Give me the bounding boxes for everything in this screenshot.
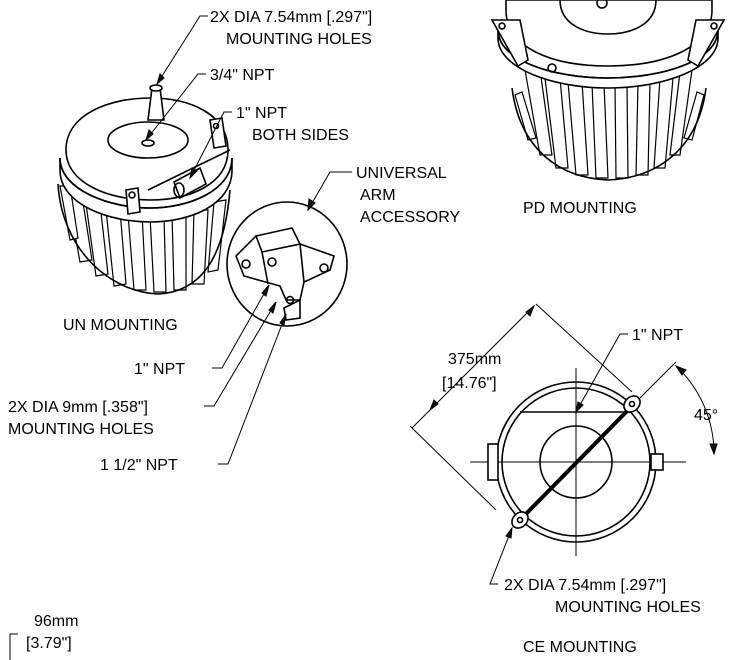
ce-holes-label: 2X DIA 7.54mm [.297"] [504,577,666,594]
npt-112-label: 1 1/2" NPT [100,457,178,474]
accessory-label: ACCESSORY [360,209,461,226]
ce-npt-1-label: 1" NPT [632,327,683,344]
holes-9mm-label: 2X DIA 9mm [.358"] [8,399,148,416]
dim-375-label: 375mm [448,351,501,368]
npt-1-both-label-2: BOTH SIDES [252,127,349,144]
npt-1-left-label: 1" NPT [134,361,185,378]
dim-96-label: 96mm [34,613,78,630]
ce-mounting-label: CE MOUNTING [523,639,637,656]
dim-1476-label: [14.76"] [442,375,497,392]
ce-holes-label-2: MOUNTING HOLES [555,599,701,616]
un-mounting-label: UN MOUNTING [63,317,178,334]
pd-mounting-label: PD MOUNTING [523,200,637,217]
ce-mounting-plan-view [409,303,718,585]
holes-9mm-label-2: MOUNTING HOLES [8,421,154,438]
universal-label: UNIVERSAL [356,165,447,182]
angle-45-label: 45° [694,407,718,424]
dim-379-label: [3.79"] [26,635,72,652]
holes-top-label: 2X DIA 7.54mm [.297"] [210,9,372,26]
pd-mounting-luminaire [490,0,726,181]
leader-lines-left [145,15,352,465]
un-mounting-luminaire [57,84,233,295]
holes-top-label-2: MOUNTING HOLES [226,31,372,48]
arm-label: ARM [360,187,396,204]
npt-34-label: 3/4" NPT [210,67,275,84]
dim-96-marker [9,633,18,660]
universal-arm-accessory [226,201,348,327]
npt-1-both-label: 1" NPT [236,105,287,122]
